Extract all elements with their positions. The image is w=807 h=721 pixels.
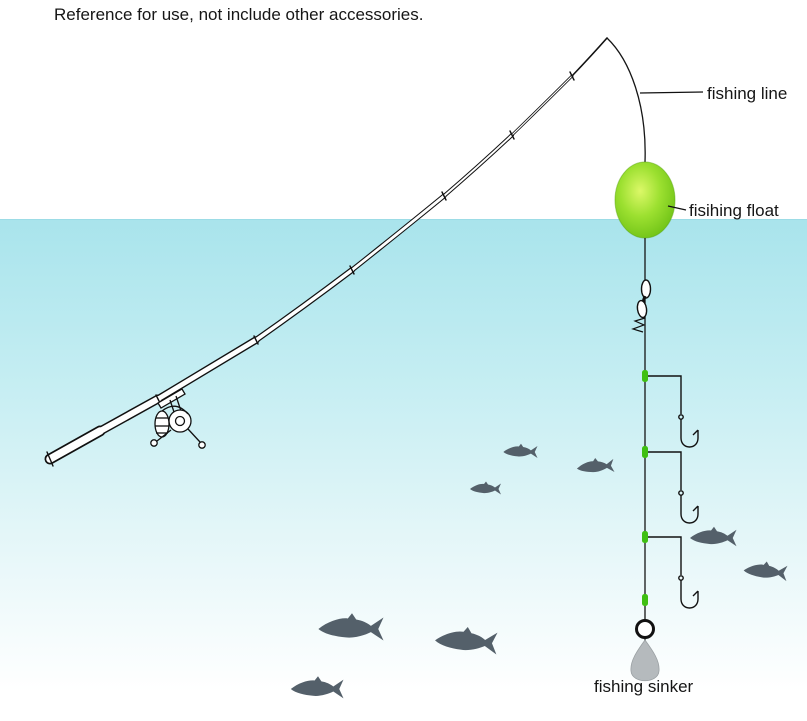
fishing-sinker	[630, 639, 660, 682]
fish-icon	[290, 676, 344, 699]
label-fishing-float: fisihing float	[689, 201, 779, 220]
line-knot	[631, 317, 646, 333]
fishing-reel	[150, 388, 206, 449]
label-fishing-sinker: fishing sinker	[594, 677, 694, 696]
fishing-line-leader	[639, 91, 704, 94]
note-text: Reference for use, not include other acc…	[54, 5, 424, 24]
fish-icon	[743, 559, 788, 582]
fish-icon	[503, 443, 538, 459]
sinker-ring	[635, 619, 655, 639]
fishing-line-path	[606, 37, 646, 163]
fishing-hook	[645, 451, 699, 524]
swivel	[636, 279, 652, 319]
fishing-hook	[645, 375, 699, 448]
fish-school	[290, 443, 788, 699]
rod-ferrule-ticks	[46, 71, 575, 467]
fish-icon	[434, 625, 498, 655]
water-background	[0, 219, 807, 721]
fish-icon	[318, 613, 384, 641]
fishing-hook	[645, 536, 699, 609]
fish-icon	[470, 481, 501, 495]
label-fishing-line: fishing line	[707, 84, 788, 103]
float-label-leader	[667, 205, 687, 211]
fishing-float	[614, 161, 676, 239]
fish-icon	[576, 456, 615, 476]
fish-icon	[690, 526, 737, 547]
fishing-rod	[44, 37, 608, 467]
